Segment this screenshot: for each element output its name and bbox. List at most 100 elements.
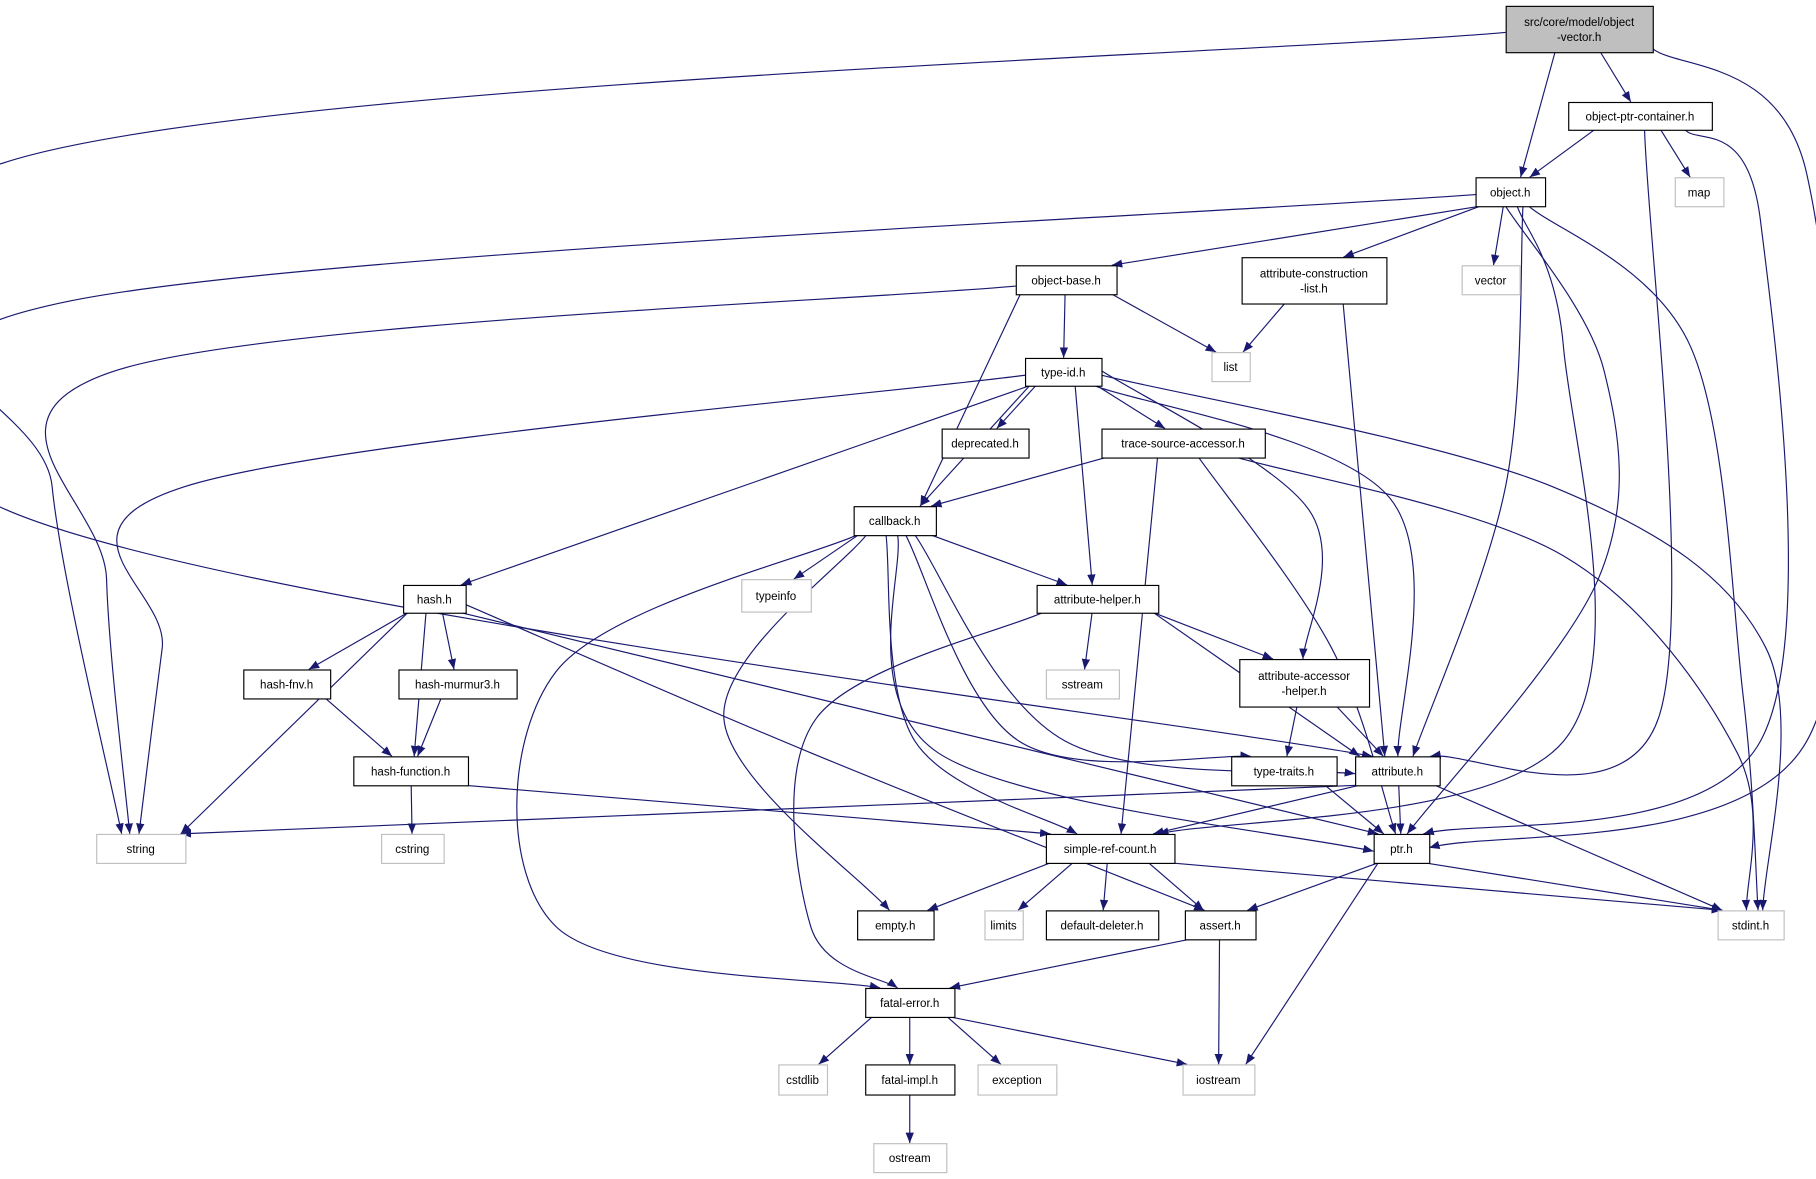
node-ptr[interactable]: ptr.h: [1373, 833, 1431, 864]
node-label: attribute-accessor: [1258, 671, 1350, 683]
edge-attribute-to-ptr: [1396, 785, 1405, 834]
edge-hashfnv-to-hashfn: [325, 697, 393, 757]
node-label: -list.h: [1300, 283, 1328, 295]
node-hashfnv[interactable]: hash-fnv.h: [243, 669, 332, 700]
node-box: [984, 910, 1024, 941]
node-typetraits[interactable]: type-traits.h: [1231, 756, 1338, 787]
edge-objbase-to-typeid: [1059, 294, 1069, 358]
node-box: [977, 1064, 1058, 1096]
node-label: attribute-construction: [1260, 268, 1368, 280]
edge-hash-to-murmur: [441, 612, 457, 670]
node-label: map: [1688, 187, 1711, 199]
nodes-layer: src/core/model/object -vector.h object-ptr…: [96, 5, 1785, 1174]
node-box: [1475, 177, 1547, 208]
edge-typetraits-to-ptr: [1324, 784, 1385, 835]
edge-callback-to-attrhelper: [930, 534, 1068, 586]
node-deleter[interactable]: default-deleter.h: [1045, 910, 1160, 941]
node-hashfn[interactable]: hash-function.h: [353, 756, 470, 787]
node-box: [403, 584, 467, 614]
edge-ptr-to-stdint: [1424, 862, 1723, 913]
node-label: object-base.h: [1031, 275, 1101, 287]
node-box: [243, 669, 332, 700]
node-murmur[interactable]: hash-murmur3.h: [398, 669, 518, 700]
edge-acl-to-attribute: [1342, 303, 1389, 757]
node-label: callback.h: [869, 516, 921, 528]
node-objbase[interactable]: object-base.h: [1015, 265, 1118, 296]
node-deprecated[interactable]: deprecated.h: [941, 428, 1030, 459]
node-label: typeinfo: [756, 591, 797, 603]
node-label: empty.h: [875, 920, 915, 932]
node-label: hash-fnv.h: [260, 680, 313, 692]
node-box: [353, 756, 470, 787]
edge-objbase-to-list: [1111, 293, 1217, 353]
node-label: fatal-error.h: [880, 998, 939, 1010]
edge-murmur-to-hashfn: [417, 698, 442, 757]
node-empty[interactable]: empty.h: [857, 910, 935, 941]
edge-attribute-to-string: [180, 784, 1360, 838]
node-box: [941, 428, 1030, 459]
node-label: object-ptr-container.h: [1586, 111, 1695, 123]
node-attrhelper[interactable]: attribute-helper.h: [1036, 584, 1160, 614]
edge-object-to-ptr: [1406, 205, 1620, 835]
node-typeid[interactable]: type-id.h: [1024, 357, 1103, 387]
node-label: iostream: [1196, 1075, 1240, 1087]
node-box: [1045, 910, 1160, 941]
edge-hash-to-ptr: [460, 612, 1379, 836]
node-fatalimpl[interactable]: fatal-impl.h: [865, 1064, 956, 1096]
node-exception: exception: [977, 1064, 1058, 1096]
edge-callback-to-fatalerror: [516, 534, 881, 991]
edge-opc-to-object: [1529, 129, 1595, 178]
edges-layer: [0, 31, 1816, 1144]
edge-attrhelper-to-sstream: [1081, 612, 1093, 670]
node-attribute[interactable]: attribute.h: [1355, 756, 1441, 787]
node-box: [1717, 910, 1785, 941]
edge-src-to-assert: [1148, 862, 1204, 911]
edge-tsa-to-callback: [931, 456, 1107, 508]
edge-root-to-ptr: [1429, 48, 1816, 849]
edge-typeid-to-aah: [1101, 370, 1324, 660]
edge-hash-to-assert: [465, 604, 1205, 911]
node-label: deprecated.h: [951, 439, 1019, 451]
node-label: attribute.h: [1372, 766, 1423, 778]
edge-typeid-to-hash: [460, 385, 1030, 586]
edge-object-to-acl: [1343, 205, 1481, 258]
node-tsa[interactable]: trace-source-accessor.h: [1101, 428, 1266, 459]
node-assert[interactable]: assert.h: [1184, 910, 1257, 941]
edge-typeid-to-attribute: [1094, 385, 1415, 757]
edge-typeid-to-deprecated: [996, 385, 1037, 429]
edge-root-to-attribute: [0, 31, 1506, 759]
node-cstring: cstring: [381, 833, 445, 864]
node-box: [1674, 177, 1725, 208]
node-label: hash-function.h: [371, 766, 450, 778]
node-box: [1036, 584, 1160, 614]
edge-tsa-to-src: [1117, 457, 1159, 834]
node-label: -vector.h: [1557, 32, 1601, 44]
edge-object-to-objbase: [1111, 205, 1481, 268]
node-label: src/core/model/object: [1524, 17, 1635, 29]
node-box: [1241, 257, 1388, 305]
node-aah[interactable]: attribute-accessor-helper.h: [1239, 658, 1371, 708]
node-label: cstdlib: [786, 1075, 819, 1087]
edge-attrhelper-to-fatalerror: [793, 612, 1043, 989]
edge-objbase-to-string: [44, 285, 1016, 834]
node-fatalerror[interactable]: fatal-error.h: [865, 987, 956, 1019]
node-box: [1211, 352, 1251, 383]
node-box: [1568, 101, 1713, 131]
node-opc[interactable]: object-ptr-container.h: [1568, 101, 1713, 131]
node-src[interactable]: simple-ref-count.h: [1045, 833, 1176, 864]
node-box: [778, 1064, 829, 1096]
node-string: string: [96, 833, 187, 864]
node-label: type-id.h: [1041, 367, 1085, 379]
edge-src-to-limits: [1017, 862, 1074, 911]
node-acl[interactable]: attribute-construction -list.h: [1241, 257, 1388, 305]
node-object[interactable]: object.h: [1475, 177, 1547, 208]
node-label: assert.h: [1200, 920, 1241, 932]
edge-root-to-opc: [1599, 51, 1632, 103]
node-box: [857, 910, 935, 941]
node-label: limits: [990, 920, 1017, 932]
edge-ptr-to-iostream: [1245, 862, 1379, 1065]
node-callback[interactable]: callback.h: [853, 506, 937, 537]
node-hash[interactable]: hash.h: [403, 584, 467, 614]
node-box: [1505, 5, 1654, 54]
node-box: [96, 833, 187, 864]
